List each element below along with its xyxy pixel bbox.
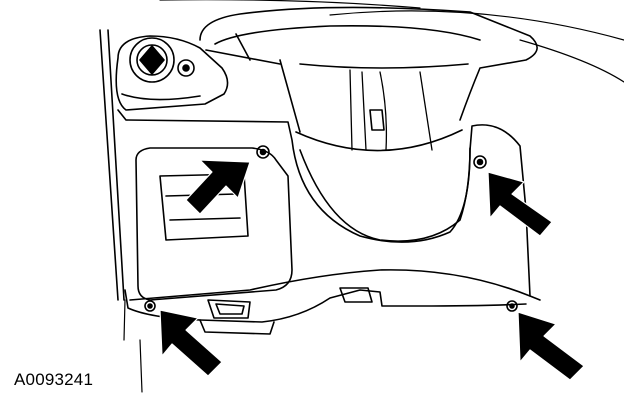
screw-lower-right [507,301,517,311]
black-arrow-icon [518,312,584,380]
ignition-switch [116,36,227,110]
black-arrow-icon [488,172,552,236]
fasteners [145,146,517,311]
figure-id-label: A0093241 [14,370,94,389]
callout-arrows [160,160,584,380]
background-lines [100,0,624,392]
black-arrow-icon [186,160,250,214]
black-arrow-icon [160,310,222,376]
screw-lower-left [145,301,155,311]
steering-column-upper [200,7,537,150]
screw-right [474,156,486,168]
screw-upper-left [257,146,269,158]
